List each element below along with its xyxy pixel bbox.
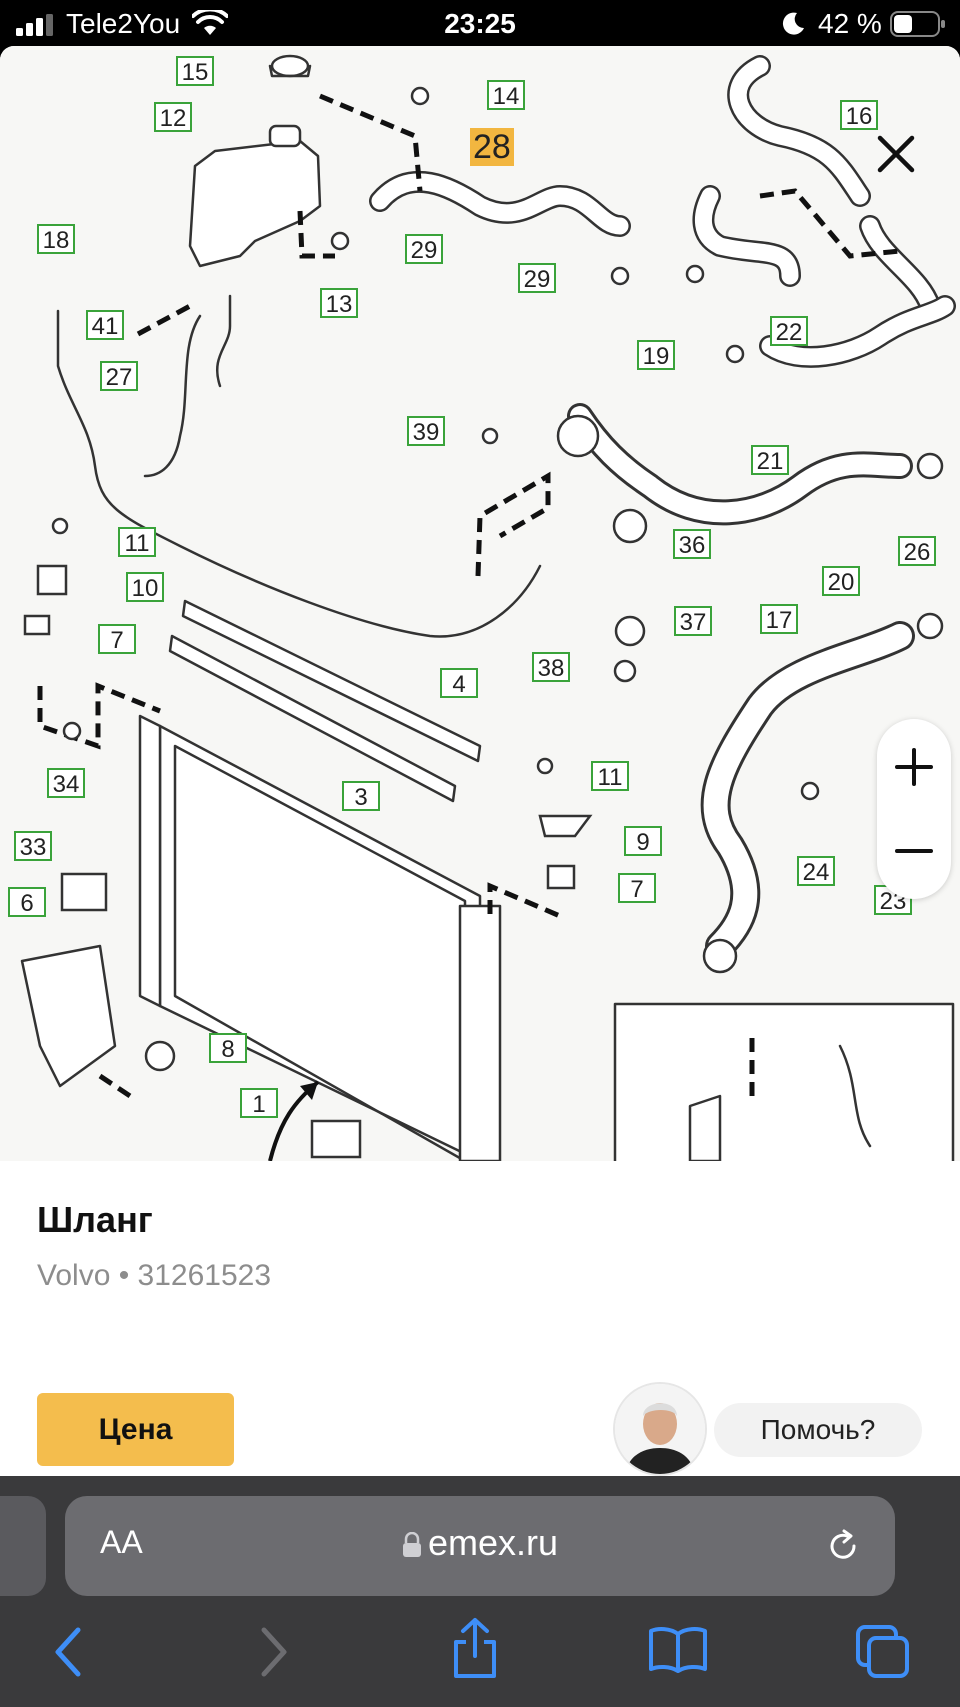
part-callout-highlighted[interactable]: 28 (470, 128, 514, 166)
help-button[interactable]: Помочь? (714, 1403, 922, 1457)
back-icon[interactable] (48, 1624, 88, 1680)
close-button[interactable] (872, 130, 920, 178)
carrier-name: Tele2You (66, 8, 181, 39)
price-button[interactable]: Цена (37, 1393, 234, 1466)
part-callout[interactable]: 10 (126, 572, 164, 602)
parts-diagram[interactable]: 15 14 12 28 16 18 29 29 13 41 22 27 19 3… (0, 46, 960, 1161)
product-sheet: 15 14 12 28 16 18 29 29 13 41 22 27 19 3… (0, 46, 960, 1476)
part-callout[interactable]: 4 (440, 668, 478, 698)
part-callout[interactable]: 1 (240, 1088, 278, 1118)
moon-icon (782, 12, 804, 35)
part-callout[interactable]: 24 (797, 856, 835, 886)
part-callout[interactable]: 12 (154, 102, 192, 132)
share-icon[interactable] (450, 1616, 500, 1680)
plus-icon (895, 748, 933, 786)
part-callout[interactable]: 3 (342, 781, 380, 811)
close-icon (877, 135, 915, 173)
browser-chrome: AA emex.ru (0, 1476, 960, 1707)
battery-icon (890, 11, 945, 37)
part-callout[interactable]: 11 (118, 527, 156, 557)
status-bar: Tele2You 23:25 42 % (0, 0, 960, 46)
battery-percent: 42 % (818, 8, 882, 39)
part-callout[interactable]: 27 (100, 361, 138, 391)
minus-icon (895, 849, 933, 853)
url-text[interactable]: emex.ru (65, 1522, 895, 1564)
forward-icon[interactable] (254, 1624, 294, 1680)
cellular-signal-icon (16, 14, 53, 36)
part-callout[interactable]: 18 (37, 224, 75, 254)
part-callout[interactable]: 41 (86, 310, 124, 340)
part-callout[interactable]: 16 (840, 100, 878, 130)
part-callout[interactable]: 6 (8, 887, 46, 917)
reader-options-label: AA (100, 1524, 143, 1560)
wifi-icon (192, 10, 228, 35)
reload-icon[interactable] (823, 1526, 863, 1566)
part-callout[interactable]: 26 (898, 536, 936, 566)
part-callout[interactable]: 19 (637, 340, 675, 370)
reader-options-button[interactable]: AA (100, 1524, 143, 1561)
part-callout[interactable]: 11 (591, 761, 629, 791)
bookmarks-icon[interactable] (648, 1624, 708, 1674)
url-label: emex.ru (427, 1522, 559, 1563)
part-callout[interactable]: 34 (47, 768, 85, 798)
part-callout[interactable]: 38 (532, 652, 570, 682)
part-callout[interactable]: 7 (98, 624, 136, 654)
tabs-icon[interactable] (855, 1624, 911, 1680)
part-callout[interactable]: 39 (407, 416, 445, 446)
support-avatar[interactable] (615, 1384, 705, 1474)
part-callout[interactable]: 15 (176, 56, 214, 86)
support-person-avatar-icon (615, 1384, 705, 1474)
part-callout[interactable]: 29 (405, 234, 443, 264)
part-callout[interactable]: 22 (770, 316, 808, 346)
part-callout[interactable]: 36 (673, 529, 711, 559)
clock-time: 23:25 (444, 8, 516, 39)
part-callout[interactable]: 14 (487, 80, 525, 110)
part-callout[interactable]: 21 (751, 445, 789, 475)
product-brand-article: Volvo • 31261523 (37, 1259, 272, 1292)
part-callout[interactable]: 17 (760, 604, 798, 634)
part-callout[interactable]: 33 (14, 831, 52, 861)
lock-icon (402, 1531, 421, 1557)
previous-tab-preview[interactable] (0, 1496, 46, 1596)
zoom-in-button[interactable] (877, 727, 951, 807)
product-title: Шланг (37, 1199, 153, 1240)
zoom-control (877, 719, 951, 899)
part-callout[interactable]: 8 (209, 1033, 247, 1063)
product-info-panel: Шланг Volvo • 31261523 Цена Помочь? (0, 1161, 960, 1476)
part-callout[interactable]: 7 (618, 873, 656, 903)
part-callout[interactable]: 13 (320, 288, 358, 318)
part-callout[interactable]: 37 (674, 606, 712, 636)
part-callout[interactable]: 20 (822, 566, 860, 596)
part-callout[interactable]: 9 (624, 826, 662, 856)
zoom-out-button[interactable] (877, 811, 951, 891)
address-bar[interactable]: AA emex.ru (65, 1496, 895, 1596)
part-callout[interactable]: 29 (518, 263, 556, 293)
parts-diagram-drawing (20, 54, 956, 1161)
